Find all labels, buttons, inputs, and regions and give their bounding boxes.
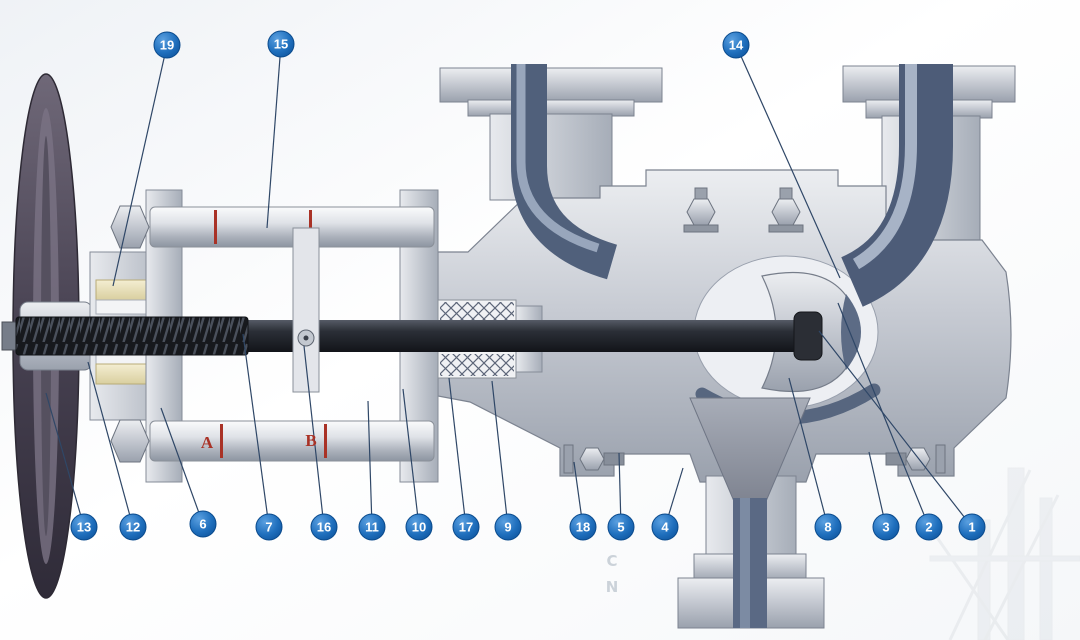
callout-badge-5 <box>607 513 635 541</box>
leader-line-9 <box>491 380 509 528</box>
callout-number-9: 9 <box>504 520 511 535</box>
background-watermark <box>923 467 1080 640</box>
callout-badge-11 <box>358 513 386 541</box>
stem-tip <box>793 311 823 361</box>
packing-hatch-bottom <box>440 354 514 376</box>
callout-badge-12 <box>119 513 147 541</box>
callout-badge-10 <box>405 513 433 541</box>
leader-line-13 <box>45 392 85 528</box>
callout-badge-16 <box>310 513 338 541</box>
callout-10: 10 <box>405 513 433 541</box>
bonnet-stud-right <box>768 187 804 233</box>
callout-9: 9 <box>494 513 522 541</box>
callout-15: 15 <box>267 30 295 58</box>
flow-bore-inlet <box>511 64 618 280</box>
bottom-bore <box>733 498 767 628</box>
callout-badge-13 <box>70 513 98 541</box>
callout-badge-7 <box>255 513 283 541</box>
body-bolt-right <box>885 444 946 474</box>
callout-badge-3 <box>872 513 900 541</box>
callout-1: 1 <box>958 513 986 541</box>
inlet-flange <box>439 67 663 201</box>
callout-5: 5 <box>607 513 635 541</box>
callout-number-8: 8 <box>824 520 831 535</box>
leader-line-2 <box>837 302 930 528</box>
callout-7: 7 <box>255 513 283 541</box>
watermark-letter-N: N <box>606 578 619 596</box>
callout-19: 19 <box>153 31 181 59</box>
callout-14: 14 <box>722 31 750 59</box>
callout-12: 12 <box>119 513 147 541</box>
callout-badge-8 <box>814 513 842 541</box>
callout-badge-19 <box>153 31 181 59</box>
callout-16: 16 <box>310 513 338 541</box>
callout-badge-6 <box>189 510 217 538</box>
callout-3: 3 <box>872 513 900 541</box>
rod-mark <box>324 424 327 458</box>
callout-number-7: 7 <box>265 520 272 535</box>
callout-number-6: 6 <box>199 517 206 532</box>
callout-number-17: 17 <box>459 520 473 535</box>
rod-mark <box>309 210 312 244</box>
callout-layer: 19 15 14 13 12 6 7 16 11 10 17 9 18 5 4 8 3 2 1 A B CN <box>45 30 986 596</box>
callout-number-14: 14 <box>729 38 744 53</box>
flow-bore-outlet <box>840 64 953 307</box>
rod-letter-B: B <box>305 431 316 450</box>
watermark-letter-C: C <box>606 552 617 570</box>
callout-2: 2 <box>915 513 943 541</box>
rod-letter-A: A <box>201 433 214 452</box>
yoke-nut-top <box>110 205 150 249</box>
valve-stem <box>1 311 823 361</box>
callout-number-13: 13 <box>77 520 91 535</box>
rod-mark <box>220 424 223 458</box>
callout-number-4: 4 <box>661 520 669 535</box>
callout-number-12: 12 <box>126 520 140 535</box>
callout-number-2: 2 <box>925 520 932 535</box>
callout-number-11: 11 <box>365 520 379 535</box>
leader-line-10 <box>402 388 420 528</box>
leader-line-12 <box>87 361 134 528</box>
callout-badge-9 <box>494 513 522 541</box>
callout-6: 6 <box>189 510 217 538</box>
leader-line-15 <box>266 43 282 229</box>
callout-number-1: 1 <box>968 520 975 535</box>
stem-threads <box>15 316 249 356</box>
callout-badge-18 <box>569 513 597 541</box>
callout-number-10: 10 <box>412 520 426 535</box>
callout-number-18: 18 <box>576 520 590 535</box>
leader-line-6 <box>160 407 204 525</box>
callout-badge-15 <box>267 30 295 58</box>
callout-13: 13 <box>70 513 98 541</box>
callout-badge-14 <box>722 31 750 59</box>
yoke-rod-bottom <box>149 420 435 462</box>
callout-badge-17 <box>452 513 480 541</box>
leader-line-19 <box>112 44 168 287</box>
leader-line-17 <box>448 377 467 528</box>
leader-line-14 <box>735 44 841 279</box>
yoke-nut-bottom <box>110 419 150 463</box>
leader-line-16 <box>303 345 325 528</box>
leader-line-7 <box>242 333 270 528</box>
leader-line-8 <box>788 377 829 528</box>
leader-line-1 <box>818 330 973 528</box>
callout-number-3: 3 <box>882 520 889 535</box>
callout-11: 11 <box>358 513 386 541</box>
callout-8: 8 <box>814 513 842 541</box>
callout-number-15: 15 <box>274 37 288 52</box>
callout-number-19: 19 <box>160 38 174 53</box>
callout-4: 4 <box>651 513 679 541</box>
leader-line-11 <box>367 400 373 528</box>
callout-badge-2 <box>915 513 943 541</box>
callout-badge-1 <box>958 513 986 541</box>
yoke-rod-top <box>149 206 435 248</box>
callout-badge-4 <box>651 513 679 541</box>
callout-number-5: 5 <box>617 520 624 535</box>
callout-17: 17 <box>452 513 480 541</box>
callout-number-16: 16 <box>317 520 331 535</box>
rod-mark <box>214 210 217 244</box>
callout-18: 18 <box>569 513 597 541</box>
bonnet-stud-left <box>683 187 719 233</box>
packing-hatch-top <box>440 302 514 322</box>
